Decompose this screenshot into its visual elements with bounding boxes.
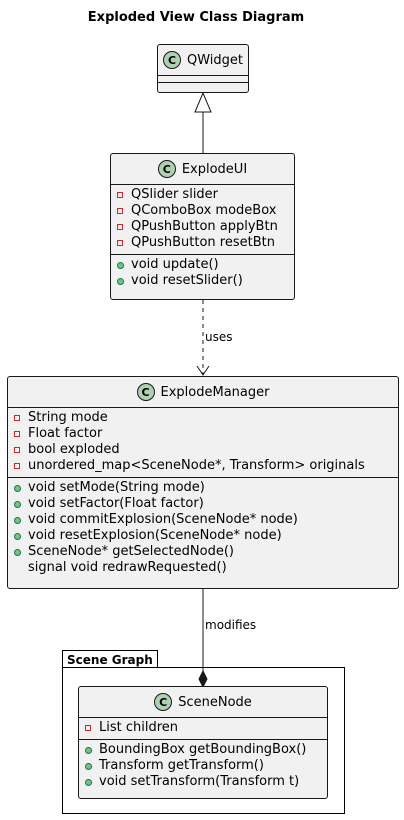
public-icon [14, 500, 21, 508]
public-icon [117, 261, 124, 269]
class-c-icon: C [162, 51, 181, 69]
inheritance-arrowhead [194, 91, 212, 113]
modifies-label: modifies [205, 618, 257, 632]
public-icon [14, 516, 21, 524]
public-icon [14, 532, 21, 540]
field-row: QPushButton resetBtn [111, 235, 294, 251]
method-row: void resetSlider() [111, 273, 294, 289]
class-name: ExplodeUI [181, 161, 248, 177]
methods-section [158, 83, 248, 89]
class-name: ExplodeManager [160, 384, 270, 400]
field-row: QSlider slider [111, 187, 294, 203]
class-header: C ExplodeManager [8, 377, 398, 408]
class-header: C QWidget [158, 45, 248, 76]
fields-section: String mode Float factor bool exploded u… [8, 408, 398, 478]
method-row: signal void redrawRequested() [28, 560, 227, 575]
private-icon [14, 431, 20, 437]
class-header: C SceneNode [79, 687, 327, 718]
class-c-icon: C [136, 383, 155, 401]
class-name: QWidget [186, 52, 243, 68]
class-c-icon: C [154, 693, 173, 711]
diagram-title: Exploded View Class Diagram [87, 10, 305, 25]
private-icon [117, 240, 123, 246]
public-icon [14, 548, 21, 556]
public-icon [85, 778, 92, 786]
package-tab: Scene Graph [62, 650, 158, 668]
private-icon [14, 415, 20, 421]
class-scenenode[interactable]: C SceneNode List children BoundingBox ge… [78, 686, 328, 799]
method-row: SceneNode* getSelectedNode() [8, 544, 398, 560]
method-row: BoundingBox getBoundingBox() [79, 742, 327, 758]
field-row: unordered_map<SceneNode*, Transform> ori… [8, 458, 398, 474]
method-row: void commitExplosion(SceneNode* node) [8, 512, 398, 528]
method-row: void resetExplosion(SceneNode* node) [8, 528, 398, 544]
class-name: SceneNode [178, 694, 252, 710]
composition-diamond [198, 669, 208, 689]
methods-section: BoundingBox getBoundingBox() Transform g… [79, 740, 327, 793]
class-qwidget[interactable]: C QWidget [157, 44, 249, 93]
field-row: QPushButton applyBtn [111, 219, 294, 235]
public-icon [85, 762, 92, 770]
uses-label: uses [205, 330, 233, 344]
method-row: void setMode(String mode) [8, 480, 398, 496]
field-row: bool exploded [8, 442, 398, 458]
methods-section: void setMode(String mode) void setFactor… [8, 478, 398, 579]
private-icon [117, 208, 123, 214]
private-icon [14, 447, 20, 453]
field-row: List children [79, 720, 327, 736]
field-row: QComboBox modeBox [111, 203, 294, 219]
private-icon [85, 725, 91, 731]
uses-arrowhead [196, 365, 210, 376]
fields-section [158, 76, 248, 83]
private-icon [14, 463, 20, 469]
class-explodemanager[interactable]: C ExplodeManager String mode Float facto… [7, 376, 399, 589]
public-icon [117, 277, 124, 285]
method-row: void setTransform(Transform t) [79, 774, 327, 790]
private-icon [117, 224, 123, 230]
method-row: void setFactor(Float factor) [8, 496, 398, 512]
fields-section: QSlider slider QComboBox modeBox QPushBu… [111, 185, 294, 255]
class-header: C ExplodeUI [111, 154, 294, 185]
field-row: String mode [8, 410, 398, 426]
public-icon [85, 746, 92, 754]
private-icon [117, 192, 123, 198]
method-row: Transform getTransform() [79, 758, 327, 774]
class-c-icon: C [157, 160, 176, 178]
fields-section: List children [79, 718, 327, 740]
class-explodeui[interactable]: C ExplodeUI QSlider slider QComboBox mod… [110, 153, 295, 300]
method-row: void update() [111, 257, 294, 273]
package-scene-graph [62, 667, 345, 814]
field-row: Float factor [8, 426, 398, 442]
public-icon [14, 484, 21, 492]
methods-section: void update() void resetSlider() [111, 255, 294, 292]
